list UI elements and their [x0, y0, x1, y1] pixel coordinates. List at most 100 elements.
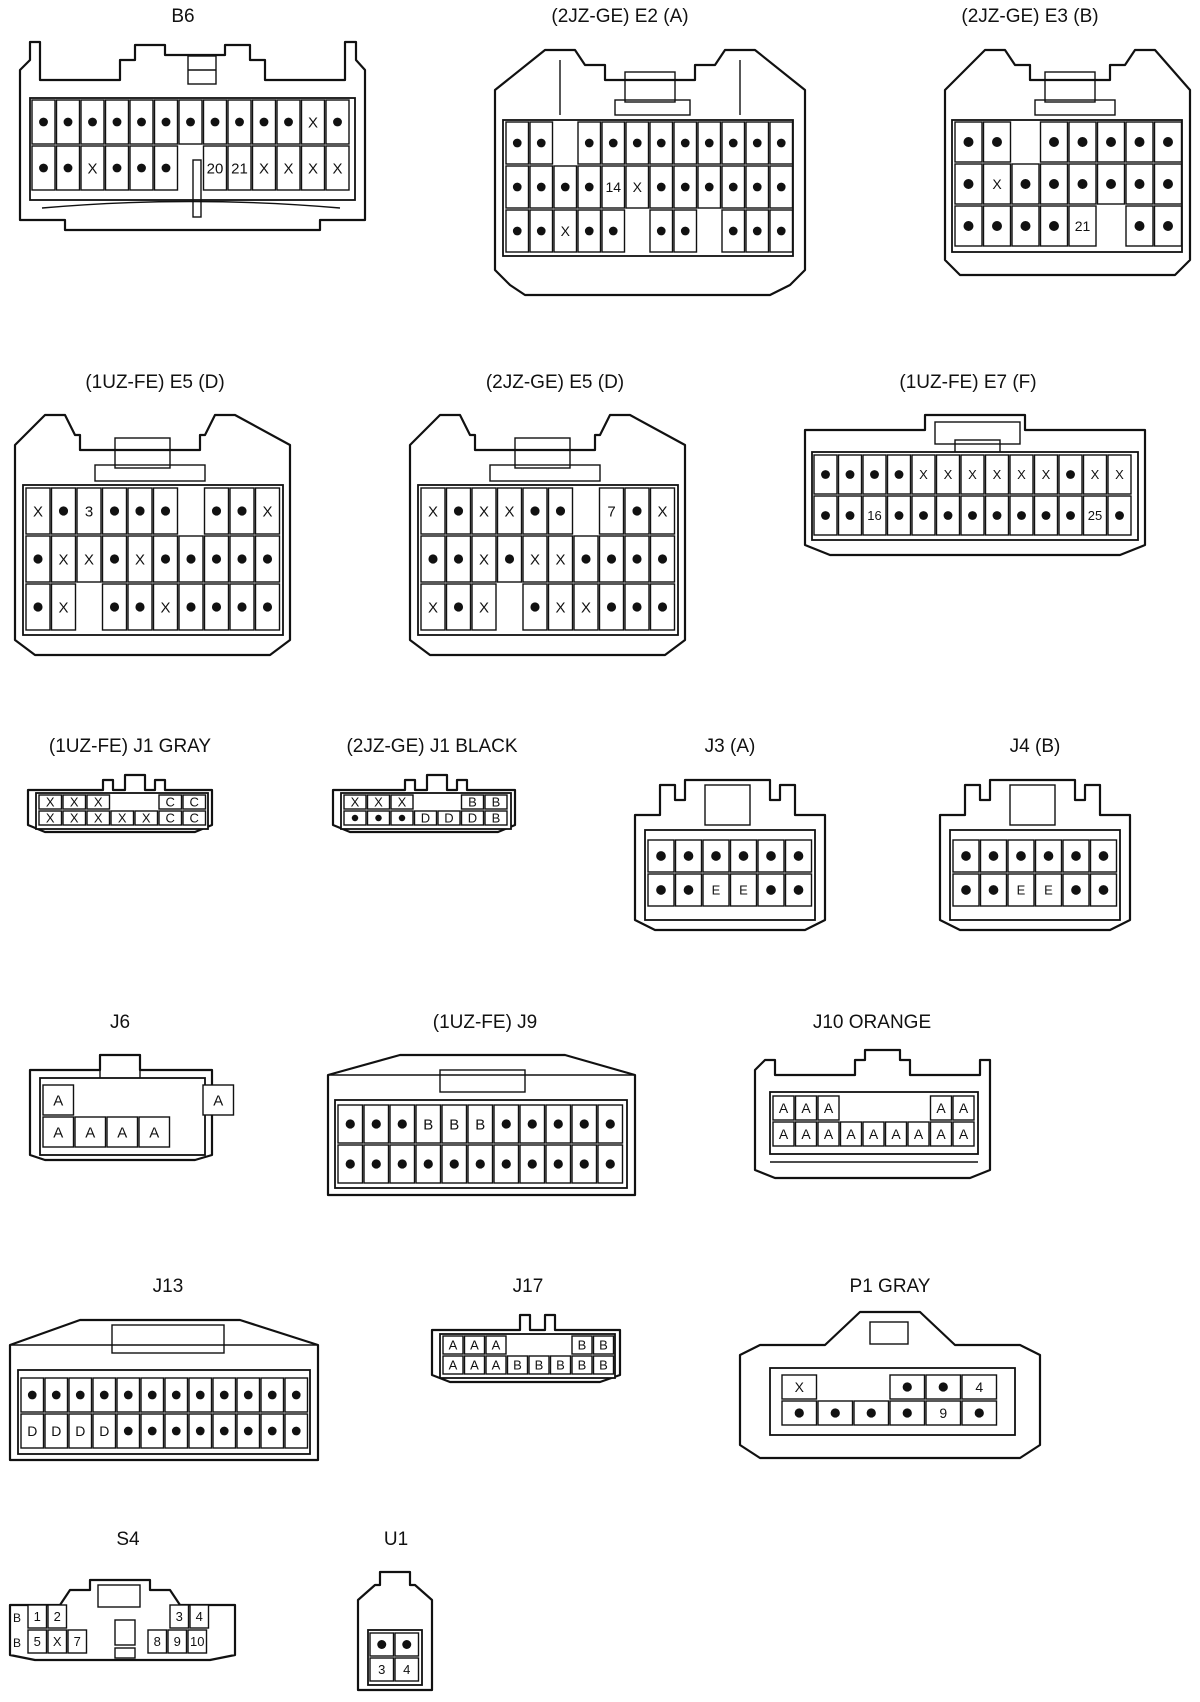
pin-label: X — [308, 160, 318, 177]
pin-cell: X — [50, 535, 77, 583]
pin-cell: B — [571, 1335, 593, 1355]
pin-cell: 3 — [76, 487, 102, 535]
pin-dot — [501, 1159, 511, 1169]
pin-dot — [135, 602, 145, 612]
pin-cell — [624, 583, 650, 631]
pin-cell: X — [935, 454, 961, 495]
pin-label: X — [46, 811, 55, 826]
pin-label: X — [561, 223, 571, 239]
pin-cell — [152, 487, 179, 535]
pin-cell: A — [907, 1121, 930, 1147]
pin-cell — [702, 839, 730, 873]
pin-dot — [680, 226, 690, 236]
pin-cell — [1125, 205, 1154, 247]
pin-dot — [1163, 179, 1173, 189]
pin-dot — [738, 851, 749, 861]
pin-cell — [649, 535, 676, 583]
pin-cell — [229, 487, 255, 535]
pin-cell — [784, 873, 813, 907]
pin-cell — [889, 1374, 926, 1400]
pin-dot — [219, 1390, 229, 1400]
pin-cavity — [674, 873, 703, 907]
pin-cell — [697, 165, 722, 209]
pin-dot — [632, 506, 642, 516]
pin-cavity — [522, 535, 548, 583]
pin-cell — [50, 487, 77, 535]
pin-cell: X — [25, 487, 51, 535]
pin-dot — [211, 602, 222, 612]
pin-cell — [781, 1400, 818, 1426]
pin-label: X — [262, 503, 272, 520]
pin-cavity — [442, 1355, 464, 1375]
pin-label: A — [936, 1100, 946, 1116]
pin-cell — [254, 535, 281, 583]
pin-label: X — [1091, 467, 1100, 482]
pin-cavity — [817, 1121, 840, 1147]
pin-dot — [504, 554, 515, 564]
pin-cell: A — [42, 1116, 75, 1148]
pin-cell: A — [817, 1095, 840, 1121]
pin-cavity — [276, 145, 301, 191]
pin-dot — [766, 851, 776, 861]
pin-cell — [212, 1377, 237, 1413]
pin-dot — [974, 1408, 984, 1418]
pin-dot — [1163, 221, 1173, 231]
pin-cavity — [300, 145, 326, 191]
pin-cell — [519, 1144, 546, 1184]
pin-dot — [527, 1119, 537, 1129]
pin-cell — [757, 839, 785, 873]
pin-cavity — [158, 810, 183, 826]
pin-label: A — [53, 1124, 63, 1141]
pin-label: D — [444, 811, 453, 826]
pin-dot — [632, 554, 642, 564]
pin-cell: X — [911, 454, 936, 495]
pin-dot — [75, 1390, 85, 1400]
pin-cavity — [76, 487, 102, 535]
pin-cell: 9 — [167, 1629, 188, 1654]
pin-dot — [512, 182, 522, 192]
pin-dot — [845, 511, 855, 520]
pin-cell — [1089, 873, 1118, 907]
pin-label: A — [449, 1338, 458, 1353]
title-E2: (2JZ-GE) E2 (A) — [551, 6, 688, 27]
pin-cavity — [862, 495, 887, 536]
pin-label: B — [492, 811, 501, 826]
pin-dot — [371, 1159, 381, 1169]
pin-dot — [776, 226, 786, 236]
pin-cell — [164, 1377, 189, 1413]
pin-cell: A — [952, 1121, 975, 1147]
title-J13: J13 — [153, 1276, 184, 1297]
pin-cavity — [182, 794, 207, 810]
pin-cell: A — [202, 1084, 235, 1116]
pin-label: 4 — [196, 1609, 203, 1624]
pin-dot — [963, 221, 974, 231]
pin-cell — [519, 1104, 546, 1144]
pin-cell: A — [106, 1116, 139, 1148]
pin-label: X — [46, 795, 55, 810]
pin-cavity — [251, 145, 277, 191]
pin-label: A — [470, 1358, 479, 1373]
pin-cell: X — [325, 145, 350, 191]
title-E7: (1UZ-FE) E7 (F) — [899, 372, 1036, 393]
pin-cell: A — [817, 1121, 840, 1147]
pin-dot — [453, 506, 464, 516]
pin-dot — [766, 885, 776, 895]
pin-dot — [1134, 179, 1145, 189]
pin-cell — [1058, 454, 1083, 495]
pin-cell — [1153, 205, 1183, 247]
pin-dot — [453, 602, 464, 612]
pin-label: X — [87, 160, 97, 177]
pin-cell: X — [573, 583, 599, 631]
pin-cell — [571, 1104, 598, 1144]
pin-dot — [259, 117, 269, 127]
pin-dot — [1041, 511, 1051, 520]
pin-cavity — [147, 1629, 168, 1654]
pin-dot — [1098, 851, 1109, 861]
pin-cell: X — [50, 583, 77, 631]
pin-cell — [363, 1104, 390, 1144]
pin-cell — [813, 454, 838, 495]
pin-label: 9 — [174, 1634, 181, 1649]
pin-dot — [171, 1426, 181, 1436]
pin-cell — [673, 165, 698, 209]
pin-dot — [1106, 179, 1116, 189]
